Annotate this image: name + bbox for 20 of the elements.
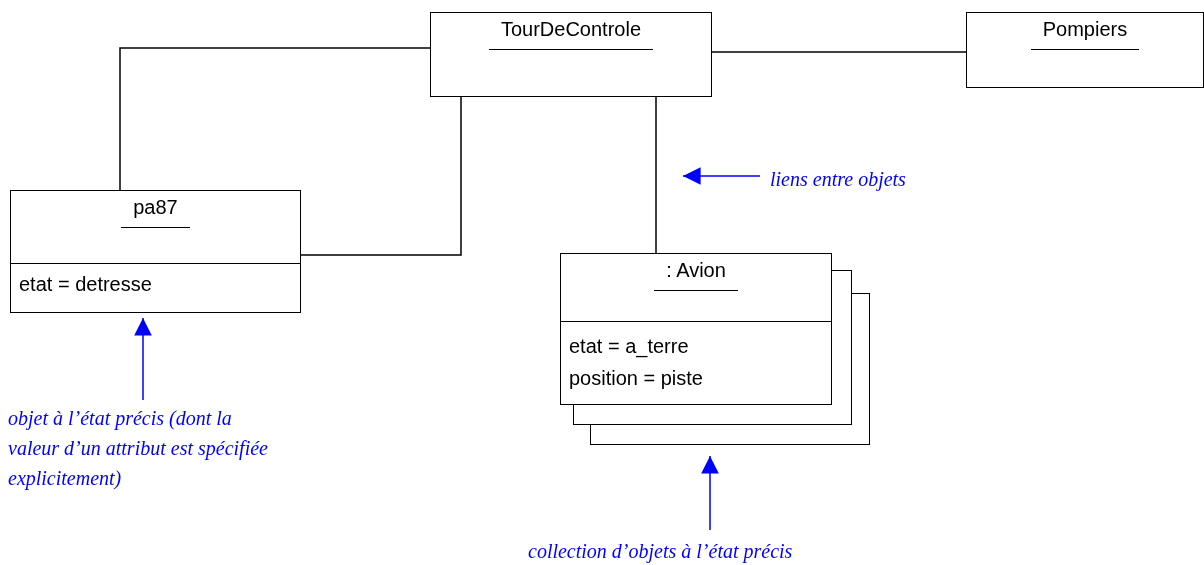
note-text: liens entre objets — [770, 164, 970, 190]
object-box — [966, 12, 1204, 88]
attribute-text: position = piste — [568, 366, 704, 391]
object-name: Pompiers — [1030, 17, 1140, 50]
link-line — [300, 96, 462, 256]
attribute-text: etat = a_terre — [568, 334, 690, 360]
attribute-text: etat = detresse — [18, 272, 153, 297]
link-line — [655, 96, 657, 254]
link-line — [119, 47, 431, 191]
arrow — [134, 317, 152, 401]
object-box — [10, 190, 301, 313]
note-text: collection d’objets à l’état précis — [528, 536, 898, 562]
arrow — [701, 455, 719, 531]
object-box — [430, 12, 712, 97]
note-text: objet à l’état précis (dont la valeur d’un attribut est spécifiée explicitement) — [8, 403, 280, 493]
object-name: pa87 — [121, 195, 190, 228]
link-line — [711, 51, 967, 53]
object-name: TourDeControle — [488, 17, 654, 50]
object-name: : Avion — [654, 258, 738, 291]
arrow — [682, 167, 761, 185]
